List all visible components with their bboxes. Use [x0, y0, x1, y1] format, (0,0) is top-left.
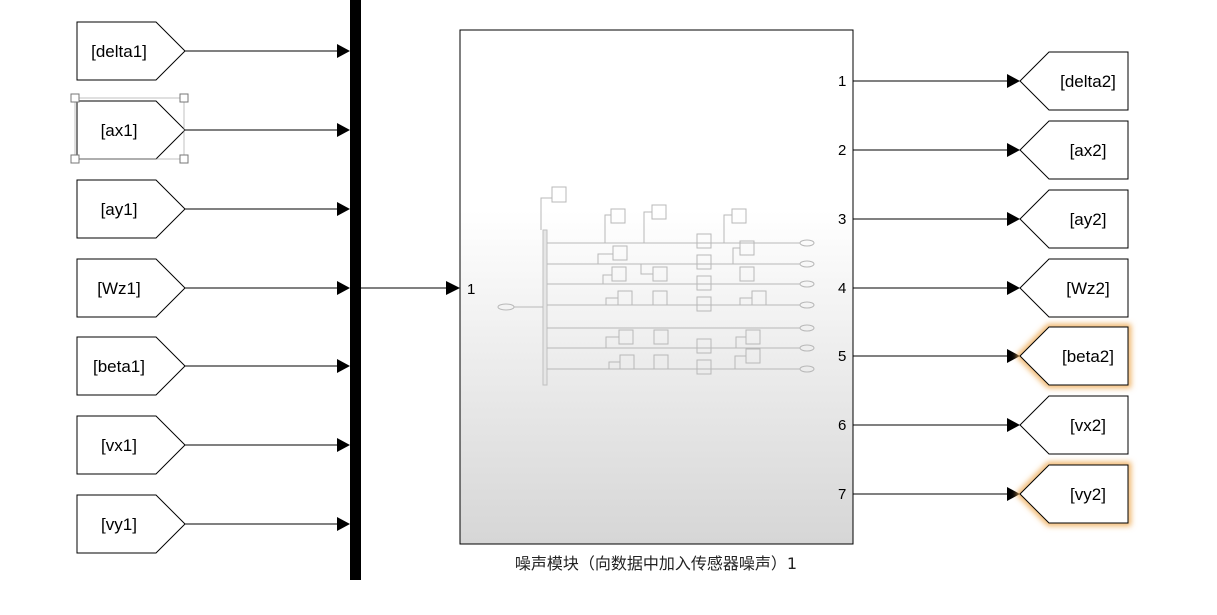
from-tag-label: [delta2] [1060, 72, 1116, 91]
mux-bar[interactable] [350, 0, 361, 580]
from-tag-Wz2[interactable]: [Wz2] [1019, 258, 1129, 318]
signal-line[interactable] [185, 438, 350, 452]
from-tag-vx2[interactable]: [vx2] [1019, 395, 1129, 455]
subsystem-output-port-label: 3 [838, 211, 846, 228]
signal-line[interactable] [185, 123, 350, 137]
goto-tag-label: [Wz1] [97, 279, 140, 298]
signal-line[interactable] [185, 281, 350, 295]
from-tag-ax2[interactable]: [ax2] [1019, 120, 1129, 180]
signal-line[interactable] [185, 359, 350, 373]
noise-subsystem-block[interactable] [459, 29, 854, 545]
signal-line[interactable] [853, 418, 1020, 432]
signal-line[interactable] [853, 487, 1020, 501]
mux-to-subsystem-line[interactable] [361, 281, 460, 295]
goto-tag-label: [ay1] [101, 200, 138, 219]
from-tag-label: [vx2] [1070, 416, 1106, 435]
goto-tag-label: [delta1] [91, 42, 147, 61]
subsystem-output-port-label: 6 [838, 417, 846, 434]
goto-tag-beta1[interactable]: [beta1] [76, 336, 186, 396]
from-tag-label: [vy2] [1070, 485, 1106, 504]
goto-tag-ay1[interactable]: [ay1] [76, 179, 186, 239]
subsystem-input-port-label: 1 [467, 281, 475, 298]
right-from-tags: 1 [delta2] 2 [ax2] 3 [ay2] 4 [Wz2] 5 [beta2] 6 [vx2… [838, 51, 1131, 526]
subsystem-output-port-label: 4 [838, 280, 846, 297]
selection-handles [70, 93, 189, 164]
goto-tag-vx1[interactable]: [vx1] [76, 415, 186, 475]
signal-line[interactable] [853, 349, 1020, 363]
subsystem-output-port-label: 7 [838, 486, 846, 503]
from-tag-vy2[interactable]: [vy2] [1015, 462, 1131, 526]
goto-tag-label: [beta1] [93, 357, 145, 376]
goto-tag-label: [vy1] [101, 515, 137, 534]
signal-line[interactable] [853, 143, 1020, 157]
goto-tag-Wz1[interactable]: [Wz1] [76, 258, 186, 318]
from-tag-ay2[interactable]: [ay2] [1019, 189, 1129, 249]
from-tag-label: [ay2] [1070, 210, 1107, 229]
from-tag-beta2[interactable]: [beta2] [1015, 324, 1131, 388]
subsystem-caption: 噪声模块（向数据中加入传感器噪声）1 [515, 554, 797, 573]
subsystem-output-port-label: 2 [838, 142, 846, 159]
signal-line[interactable] [185, 517, 350, 531]
signal-line[interactable] [853, 212, 1020, 226]
from-tag-label: [Wz2] [1066, 279, 1109, 298]
goto-tag-label: [ax1] [101, 121, 138, 140]
subsystem-output-port-label: 5 [838, 348, 846, 365]
goto-tag-delta1[interactable]: [delta1] [76, 21, 186, 81]
left-goto-tags: [delta1] [ax1] [ay1] [Wz1] [beta1] [vx1] [vy1] [70, 21, 350, 554]
subsystem-output-port-label: 1 [838, 73, 846, 90]
signal-line[interactable] [185, 44, 350, 58]
from-tag-label: [ax2] [1070, 141, 1107, 160]
goto-tag-label: [vx1] [101, 436, 137, 455]
goto-tag-ax1[interactable]: [ax1] [70, 93, 189, 164]
from-tag-delta2[interactable]: [delta2] [1019, 51, 1129, 111]
signal-line[interactable] [853, 74, 1020, 88]
from-tag-label: [beta2] [1062, 347, 1114, 366]
goto-tag-vy1[interactable]: [vy1] [76, 494, 186, 554]
signal-line[interactable] [853, 281, 1020, 295]
subsystem-internal-preview [497, 186, 815, 386]
signal-line[interactable] [185, 202, 350, 216]
